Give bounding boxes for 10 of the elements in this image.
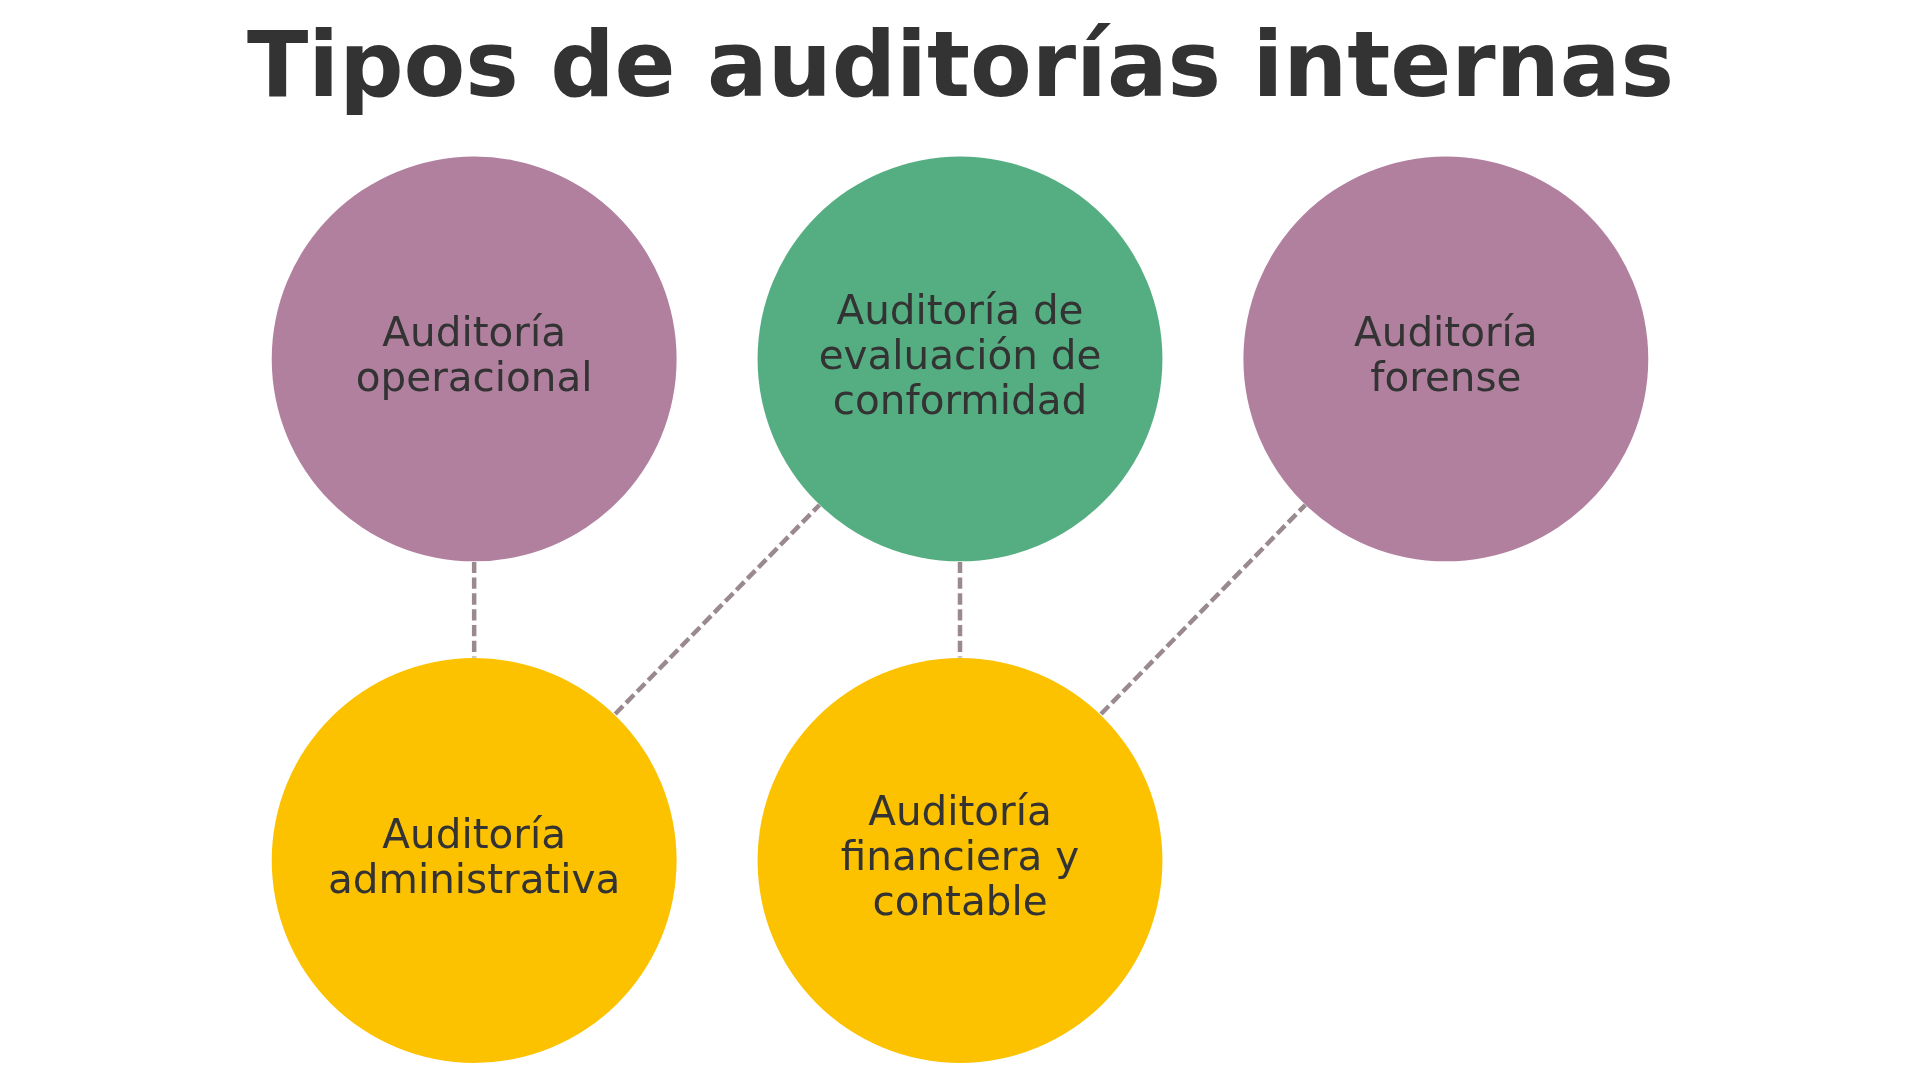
connector [957, 561, 963, 658]
node-circle: Auditoría forense [1243, 156, 1649, 562]
connector [471, 561, 477, 658]
node-circle: Auditoría administrativa [271, 658, 677, 1063]
node-circle: Auditoría de evaluación de conformidad [757, 156, 1163, 562]
connector [1099, 503, 1307, 716]
connector [613, 503, 822, 716]
diagram-title: Tipos de auditorías internas [246, 11, 1674, 117]
node-circle: Auditoría financiera y contable [757, 658, 1163, 1063]
node-circle: Auditoría operacional [271, 156, 677, 562]
